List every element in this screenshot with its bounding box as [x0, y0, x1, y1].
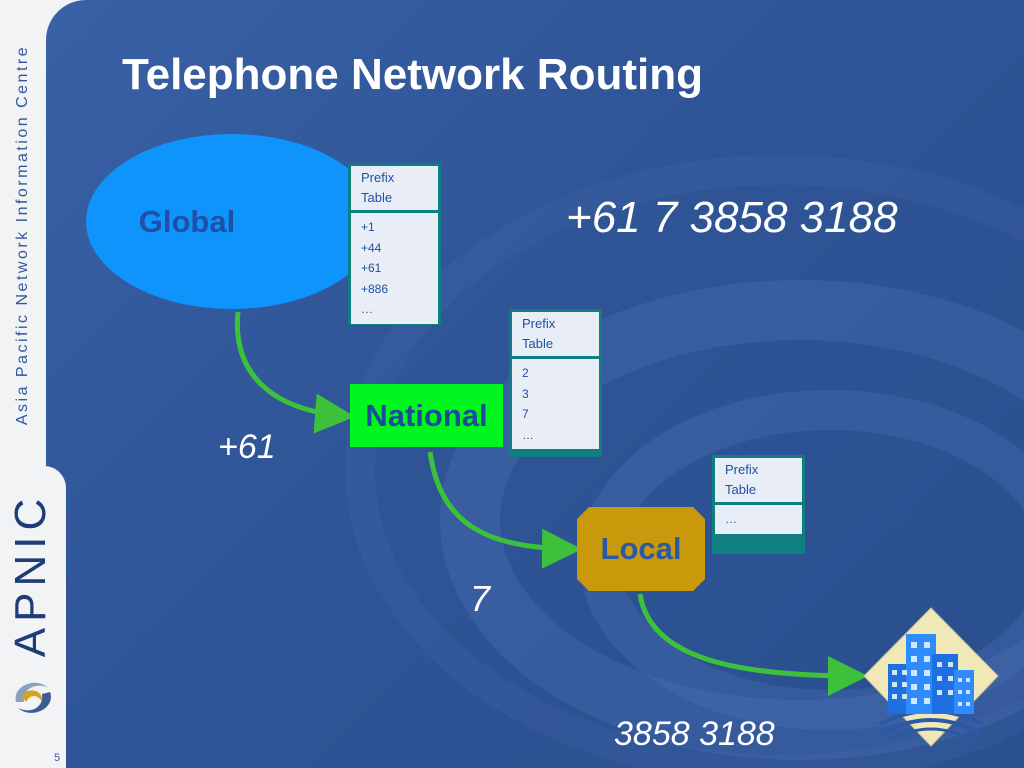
prefix-entry: +1 [361, 220, 375, 234]
apnic-swirl-logo-icon [15, 682, 51, 713]
prefix-entry: … [361, 302, 373, 316]
prefix-table-global: Prefix Table +1 +44 +61 +886 … [348, 163, 441, 325]
prefix-entry: 3 [522, 386, 529, 401]
prefix-table-local: Prefix Table … [712, 455, 805, 554]
prefix-entry: … [725, 512, 737, 526]
national-node: National [350, 384, 503, 447]
prefix-entry: +61 [361, 261, 382, 275]
prefix-entry: … [522, 427, 534, 442]
country-code-label: +61 [218, 428, 276, 466]
arrow-local-to-building [637, 593, 868, 696]
prefix-entry: +44 [361, 240, 382, 255]
prefix-table-national: Prefix Table 2 3 7 … [509, 309, 602, 457]
office-building-icon [863, 607, 999, 747]
area-code-label: 7 [470, 578, 491, 619]
prefix-table-header: Prefix Table [351, 166, 438, 210]
prefix-table-header: Prefix Table [715, 458, 802, 502]
sidebar-bottom [0, 466, 66, 768]
prefix-table-header: Prefix Table [512, 312, 599, 356]
sidebar-top [0, 0, 46, 466]
prefix-entry: 7 [522, 407, 529, 421]
local-number-label: 3858 3188 [614, 715, 775, 753]
prefix-table-entries: … [715, 505, 802, 534]
prefix-table-entries: +1 +44 +61 +886 … [351, 213, 438, 324]
local-node: Local [577, 507, 705, 591]
prefix-entry: 2 [522, 366, 529, 380]
arrow-global-to-national [234, 311, 355, 434]
global-node: Global [86, 134, 378, 309]
prefix-entry: +886 [361, 281, 389, 296]
prefix-table-entries: 2 3 7 … [512, 359, 599, 449]
page-number: 5 [54, 752, 61, 764]
arrow-national-to-local [427, 451, 582, 569]
full-phone-number: +61 7 3858 3188 [566, 193, 898, 242]
slide-title: Telephone Network Routing [122, 50, 703, 99]
sidebar-corner [46, 0, 86, 40]
